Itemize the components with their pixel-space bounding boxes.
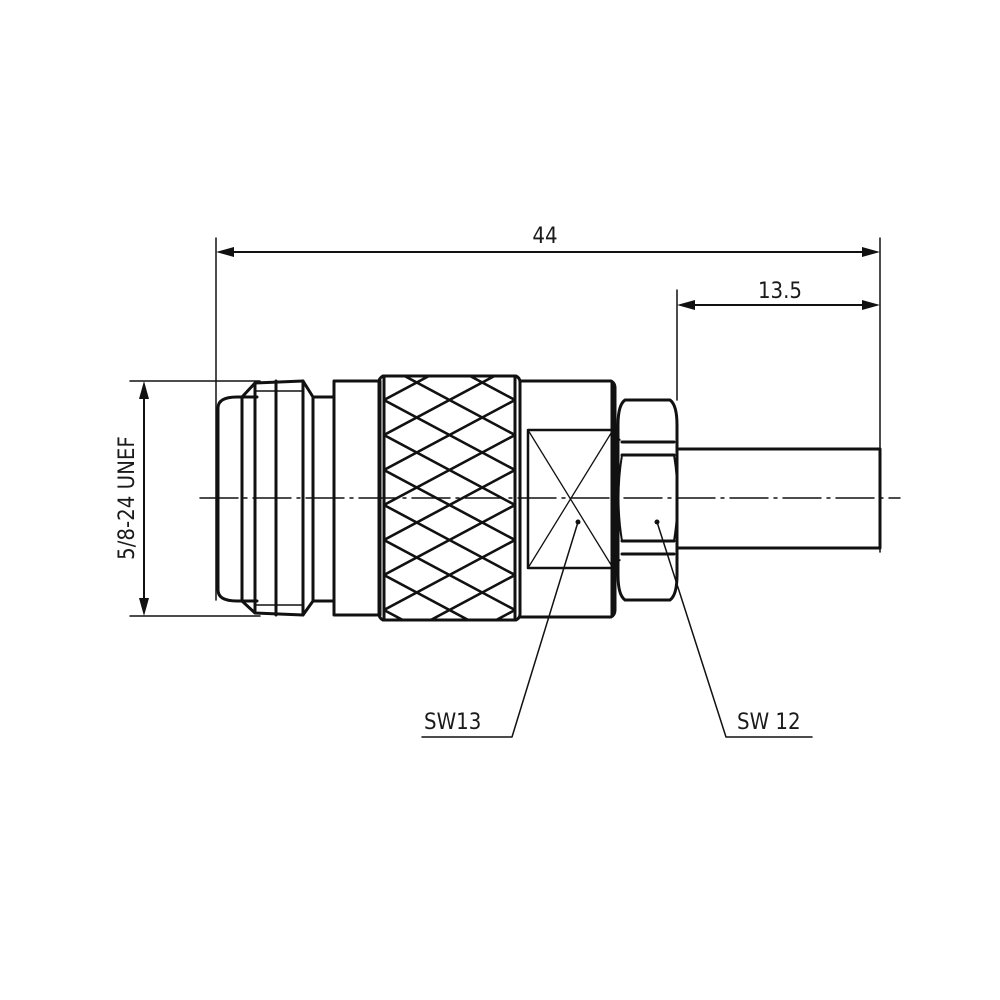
thread-label: 5/8-24 UNEF	[115, 436, 140, 560]
leader-sw12	[656, 521, 813, 738]
callout-sw13: SW13	[424, 710, 481, 735]
leader-sw13	[421, 521, 579, 738]
dimension-44-label: 44	[532, 224, 557, 249]
dimension-13-5-label: 13.5	[758, 279, 802, 304]
hex-body	[518, 379, 617, 619]
dimension-rear-length	[676, 289, 880, 401]
callout-sw12: SW 12	[737, 710, 801, 735]
knurl-pattern	[384, 376, 515, 620]
dimension-thread	[129, 380, 261, 617]
hex-nut	[612, 398, 679, 602]
